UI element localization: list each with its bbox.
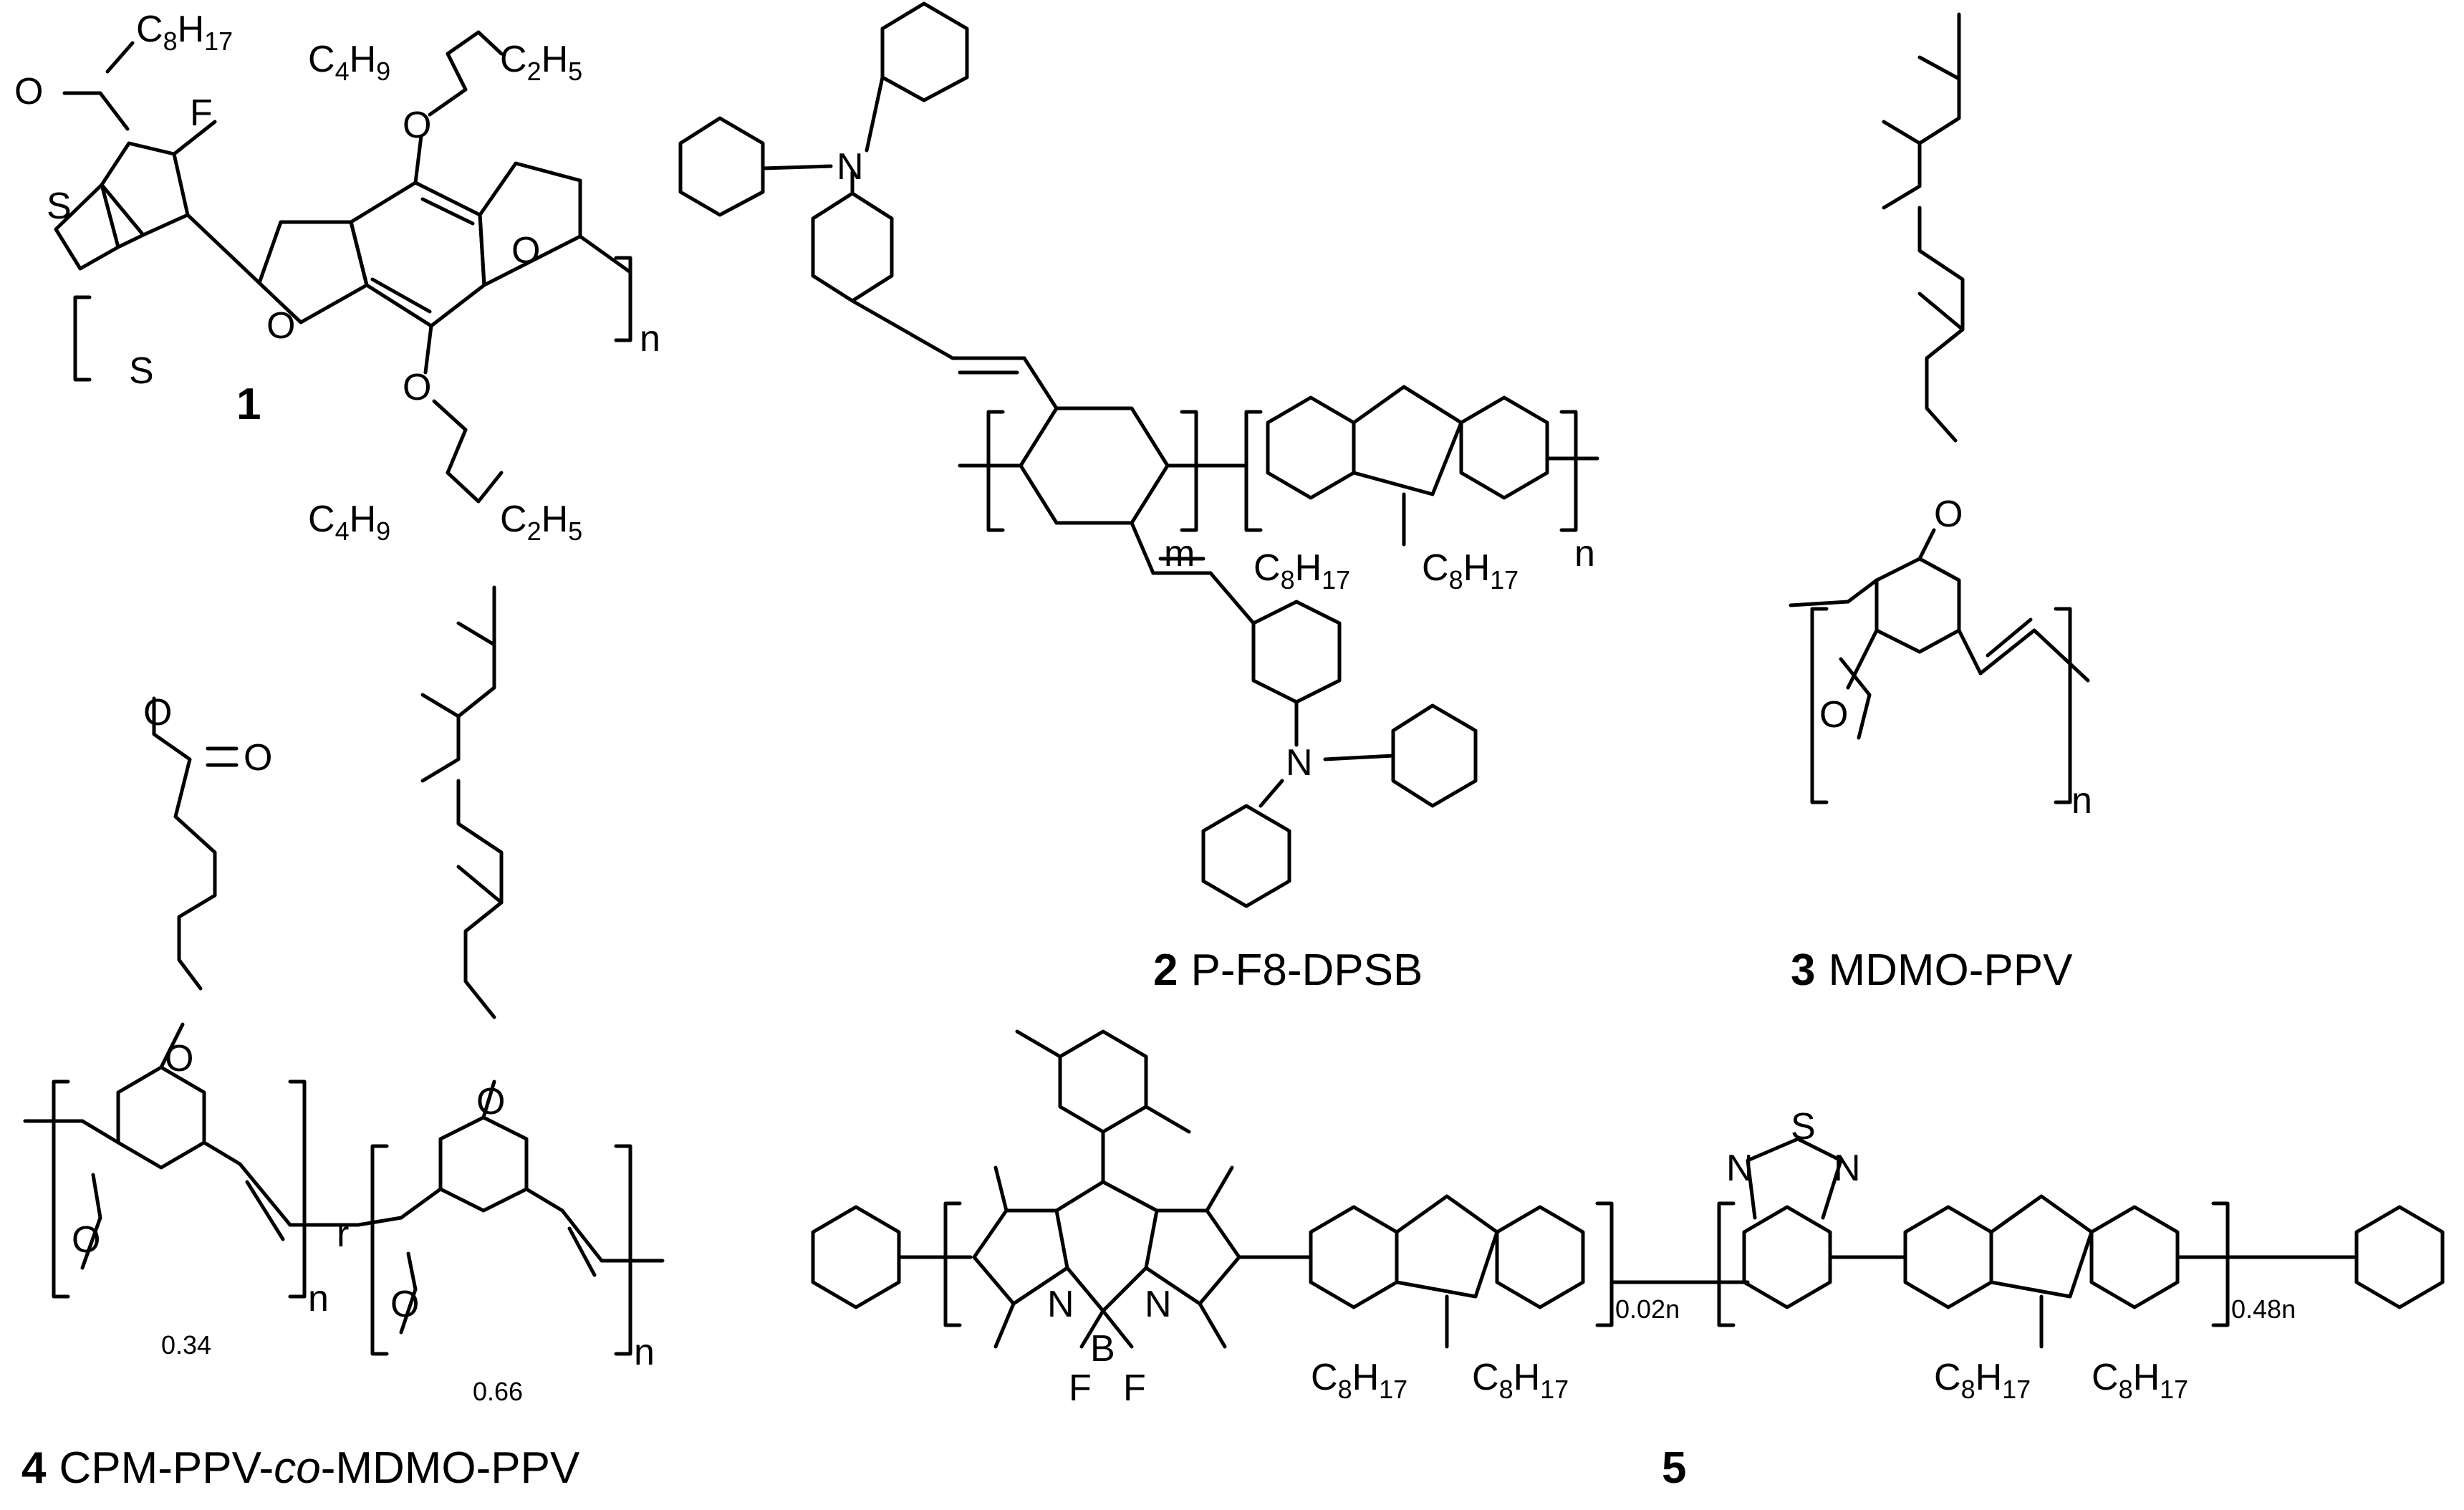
c5-fluorine-2: F [1123, 1367, 1146, 1409]
compound-4-atom-labels: O O O O O O r n n 0.34 0.66 [72, 692, 655, 1406]
c5-c8h17-b: C8H17 [1472, 1357, 1569, 1404]
compound-2-atom-labels: N N m n C8H17 C8H17 [837, 146, 1595, 784]
c2-nitrogen-bottom: N [1286, 742, 1313, 784]
c1-c8h17: C8H17 [136, 9, 233, 56]
c1-alkoxy-oxygen-bottom: O [403, 367, 431, 408]
c4-ether-oxygen-2: O [476, 1081, 505, 1122]
compound-1-bonds [54, 30, 632, 504]
c1-c2h5-top: C2H5 [500, 39, 582, 86]
c1-sulfur-2: S [129, 350, 154, 392]
compound-1-structure: O F S S O O O O n C8H17 C4H9 C2H5 C4H9 C… [14, 9, 660, 546]
compound-5-number: 5 [1662, 1443, 1686, 1493]
c4-methoxy-oxygen-1: O [72, 1219, 100, 1261]
c4-fraction-1: 0.34 [161, 1330, 211, 1360]
compound-1-atom-labels: O F S S O O O O n C8H17 C4H9 C2H5 C4H9 C… [14, 9, 660, 546]
c2-c8h17-a: C8H17 [1253, 547, 1350, 595]
c5-c8h17-a: C8H17 [1311, 1357, 1407, 1404]
c5-boron: B [1090, 1328, 1115, 1370]
c1-fluorine: F [190, 92, 213, 134]
c1-alkoxy-oxygen-top: O [403, 105, 431, 146]
compound-2-bonds [678, 1, 1599, 908]
compound-5-structure: N N B F F S N N 0.02n 0.48n C8H17 C8H17 … [811, 1029, 2445, 1493]
c1-furan-oxygen-bottom: O [266, 305, 295, 347]
c4-ester-oxygen-1: O [143, 692, 172, 734]
c5-c8h17-c: C8H17 [1934, 1357, 2031, 1404]
c5-nitrogen-1: N [1047, 1284, 1074, 1325]
c3-ether-oxygen: O [1934, 494, 1963, 535]
c1-c4h9-bottom: C4H9 [308, 499, 390, 546]
c4-fraction-2: 0.66 [473, 1377, 523, 1406]
c4-r-label: r [337, 1213, 349, 1255]
c2-m-subscript: m [1164, 533, 1195, 574]
c4-ether-oxygen-1: O [165, 1038, 193, 1079]
c5-subscript-1: 0.02n [1615, 1294, 1680, 1324]
compound-1-number: 1 [236, 380, 261, 429]
compound-3-atom-labels: O O n [1819, 494, 2092, 822]
c4-n-subscript-2: n [634, 1332, 655, 1373]
c1-furan-oxygen-top: O [511, 230, 540, 271]
compound-3-bonds [1789, 12, 2090, 804]
c1-c4h9-top: C4H9 [308, 39, 390, 86]
c1-c2h5-bottom: C2H5 [500, 499, 582, 546]
c2-c8h17-b: C8H17 [1422, 547, 1519, 595]
c4-methoxy-oxygen-2: O [390, 1284, 419, 1325]
c2-nitrogen-top: N [837, 146, 864, 188]
c5-btd-nitrogen-1: N [1726, 1148, 1753, 1189]
compound-5-atom-labels: N N B F F S N N 0.02n 0.48n C8H17 C8H17 … [1047, 1106, 2296, 1409]
c5-subscript-2: 0.48n [2231, 1294, 2296, 1324]
c5-btd-nitrogen-2: N [1834, 1148, 1861, 1189]
c4-ester-oxygen-2: O [244, 737, 272, 779]
c4-n-subscript-1: n [308, 1278, 329, 1319]
compound-4-bonds [23, 585, 665, 1356]
compound-5-bonds [811, 1029, 2445, 1349]
c5-c8h17-d: C8H17 [2092, 1357, 2188, 1404]
c5-fluorine-1: F [1069, 1367, 1092, 1409]
c5-nitrogen-2: N [1145, 1284, 1172, 1325]
c3-methoxy-oxygen: O [1819, 694, 1848, 736]
c3-n-subscript: n [2071, 780, 2092, 822]
c1-sulfur-1: S [47, 186, 72, 227]
c2-n-subscript: n [1574, 533, 1595, 574]
c5-sulfur: S [1791, 1106, 1816, 1148]
c1-carbonyl-oxygen: O [14, 71, 43, 112]
c1-n-subscript: n [640, 318, 660, 360]
